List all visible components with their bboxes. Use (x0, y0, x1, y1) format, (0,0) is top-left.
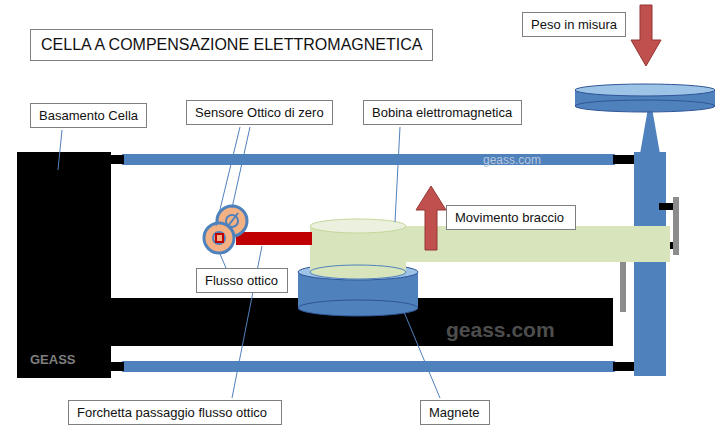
brand-mark: GEASS (30, 352, 76, 367)
load-arrow (631, 5, 661, 66)
flexure-joint (613, 362, 635, 371)
movement-arrow (416, 186, 446, 250)
watermark: geass.com (483, 153, 541, 167)
label-box: Movimento braccio (446, 205, 576, 230)
optical-beam (216, 234, 223, 242)
optical-fork (236, 232, 312, 245)
load-column (634, 152, 666, 376)
optical-sensor (213, 232, 225, 244)
pan-support (640, 108, 660, 154)
label-text: Movimento braccio (455, 210, 564, 225)
label-text: Basamento Cella (39, 108, 138, 123)
coil (310, 219, 406, 233)
diagram-title: CELLA A COMPENSAZIONE ELETTROMAGNETICA (30, 29, 433, 61)
upper-flexure (122, 154, 615, 165)
optical-sensor (228, 213, 238, 226)
magnet (298, 300, 418, 316)
label-text: Bobina elettromagnetica (372, 105, 512, 120)
label-text: Flusso ottico (205, 273, 278, 288)
base-arm (110, 298, 613, 346)
label-box: Magnete (420, 400, 490, 425)
flexure-joint (110, 155, 124, 164)
weighing-pan (575, 84, 715, 96)
bracket-pin (659, 203, 673, 210)
optical-sensor (204, 223, 234, 253)
label-box: Peso in misura (522, 12, 626, 37)
leader-lines (58, 127, 440, 398)
flexure-joint (613, 155, 635, 164)
watermark: geass.com (446, 318, 555, 342)
lower-flexure (122, 361, 615, 372)
label-box: Bobina elettromagnetica (363, 100, 522, 125)
flexure-joint (110, 362, 124, 371)
beam-arm (380, 226, 670, 262)
label-box: Basamento Cella (30, 103, 147, 128)
label-text: Magnete (429, 405, 480, 420)
weighing-pan (575, 100, 715, 112)
label-box: Flusso ottico (196, 268, 288, 293)
bracket (673, 197, 679, 255)
label-box: Sensore Ottico di zero (186, 100, 333, 125)
label-text: Forchetta passaggio flusso ottico (77, 405, 267, 420)
label-text: Sensore Ottico di zero (195, 105, 324, 120)
label-text: Peso in misura (531, 17, 617, 32)
coil (310, 265, 406, 279)
cell-base (17, 152, 111, 378)
label-box: Forchetta passaggio flusso ottico (68, 400, 282, 425)
bracket (620, 256, 626, 312)
